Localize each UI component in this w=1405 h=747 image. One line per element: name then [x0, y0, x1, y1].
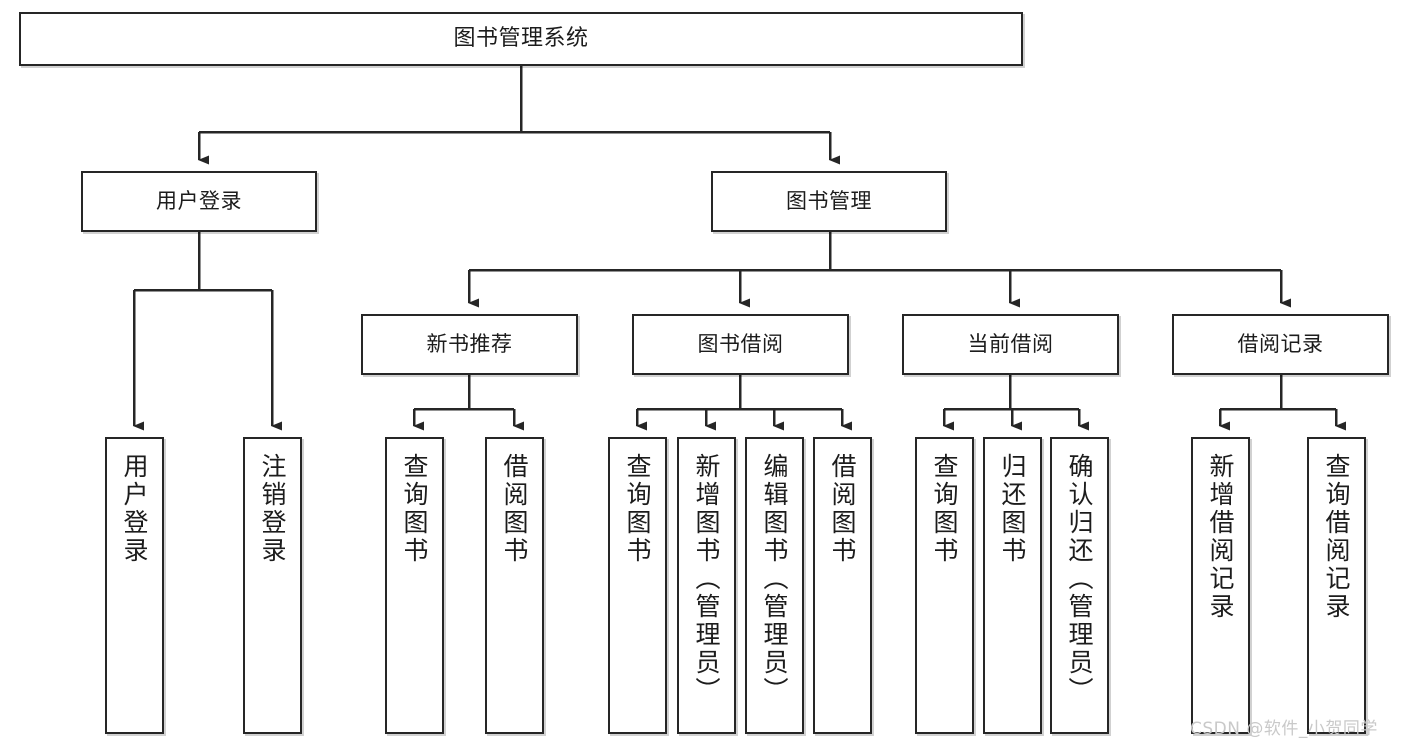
node-label: 借阅图书 — [500, 453, 529, 565]
node-label: 归还图书 — [998, 453, 1027, 565]
node-label: 用户登录 — [120, 453, 149, 565]
node-label: 借阅图书 — [828, 453, 857, 565]
node-leaf-query-book-3[interactable]: 查询图书 — [915, 437, 974, 734]
node-label: 图书管理 — [786, 189, 872, 214]
node-label: 注销登录 — [258, 453, 287, 565]
node-leaf-confirm-return[interactable]: 确认归还（管理员） — [1050, 437, 1109, 734]
node-label: 当前借阅 — [967, 332, 1054, 357]
node-leaf-borrow-book-1[interactable]: 借阅图书 — [485, 437, 544, 734]
node-label: 图书借阅 — [697, 332, 784, 357]
node-leaf-add-book[interactable]: 新增图书（管理员） — [677, 437, 736, 734]
node-borrow-record[interactable]: 借阅记录 — [1172, 314, 1389, 375]
node-leaf-user-logout[interactable]: 注销登录 — [243, 437, 302, 734]
node-book-manage[interactable]: 图书管理 — [711, 171, 947, 232]
node-leaf-query-record[interactable]: 查询借阅记录 — [1307, 437, 1366, 734]
node-book-borrow[interactable]: 图书借阅 — [632, 314, 849, 375]
node-label: 新增图书（管理员） — [692, 453, 721, 705]
node-label: 查询借阅记录 — [1322, 453, 1351, 621]
node-label: 查询图书 — [623, 453, 652, 565]
node-new-book-rec[interactable]: 新书推荐 — [361, 314, 578, 375]
node-user-login[interactable]: 用户登录 — [81, 171, 317, 232]
node-label: 借阅记录 — [1237, 332, 1324, 357]
node-label: 查询图书 — [930, 453, 959, 565]
node-leaf-query-book-2[interactable]: 查询图书 — [608, 437, 667, 734]
node-label: 新增借阅记录 — [1206, 453, 1235, 621]
node-leaf-user-login[interactable]: 用户登录 — [105, 437, 164, 734]
node-leaf-add-record[interactable]: 新增借阅记录 — [1191, 437, 1250, 734]
node-label: 用户登录 — [156, 189, 242, 214]
node-leaf-borrow-book-2[interactable]: 借阅图书 — [813, 437, 872, 734]
node-leaf-query-book-1[interactable]: 查询图书 — [385, 437, 444, 734]
node-leaf-edit-book[interactable]: 编辑图书（管理员） — [745, 437, 804, 734]
node-root-system[interactable]: 图书管理系统 — [19, 12, 1023, 66]
node-label: 图书管理系统 — [453, 26, 589, 52]
node-leaf-return-book[interactable]: 归还图书 — [983, 437, 1042, 734]
node-label: 新书推荐 — [426, 332, 513, 357]
node-label: 编辑图书（管理员） — [760, 453, 789, 705]
node-label: 查询图书 — [400, 453, 429, 565]
node-label: 确认归还（管理员） — [1065, 453, 1094, 705]
node-current-borrow[interactable]: 当前借阅 — [902, 314, 1119, 375]
